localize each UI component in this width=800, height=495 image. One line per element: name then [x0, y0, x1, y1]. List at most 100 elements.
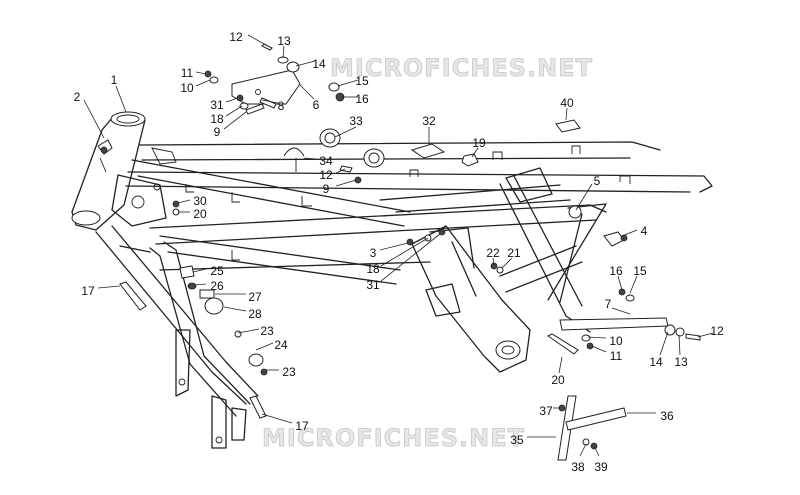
leader-line	[225, 105, 243, 117]
leader-line	[380, 233, 441, 282]
callout-number: 13	[674, 355, 688, 369]
tube-tab-9	[301, 196, 312, 207]
lock-key-blade	[99, 157, 107, 173]
leader-line	[255, 342, 274, 351]
nut-30	[172, 200, 180, 208]
callout-number: 12	[319, 168, 333, 182]
callout-number: 20	[193, 207, 207, 221]
leader-line	[629, 275, 638, 294]
leader-line	[303, 157, 317, 160]
callout-number: 16	[609, 264, 623, 278]
tube-tab-8	[151, 147, 177, 165]
tube-tab-7	[185, 184, 194, 193]
leader-line	[565, 107, 568, 121]
tube-tab-5	[231, 192, 240, 203]
lower-cross-tube	[159, 235, 401, 285]
callout-number: 15	[355, 74, 369, 88]
leader-line	[247, 34, 269, 47]
rear-plate	[505, 167, 553, 203]
head-gusset	[111, 174, 167, 227]
leader-line	[299, 84, 315, 100]
leader-line	[115, 85, 127, 113]
callout-number: 18	[366, 262, 380, 276]
pad-40	[555, 119, 581, 133]
callout-number: 31	[210, 98, 224, 112]
leader-line	[195, 71, 207, 75]
callout-number: 26	[210, 279, 224, 293]
washer-14-rear	[664, 324, 676, 336]
callout-number: 9	[323, 182, 330, 196]
watermark-bottom: MICROFICHES.NET	[262, 424, 525, 452]
bolt-12-top	[261, 43, 273, 51]
leader-line	[223, 111, 247, 130]
tube-tab-4	[619, 175, 631, 184]
leader-line	[575, 183, 593, 211]
callout-number: 32	[422, 114, 436, 128]
leader-line	[335, 179, 357, 187]
washer-26	[187, 282, 197, 290]
callout-number: 20	[551, 373, 565, 387]
callout-number: 14	[312, 57, 326, 71]
leader-line	[223, 306, 247, 312]
washer-10-rear	[581, 334, 591, 342]
tube-tab-6	[231, 250, 240, 261]
frame-assembly	[71, 111, 713, 449]
callout-number: 35	[510, 433, 524, 447]
washer-13-rear	[675, 327, 685, 337]
leader-line	[492, 257, 495, 266]
pivot-side-plate	[425, 283, 461, 317]
rubber-28	[204, 297, 224, 315]
steering-head-tube	[71, 117, 146, 231]
leader-line	[337, 79, 359, 87]
steering-head-top	[110, 111, 146, 127]
leader-line	[195, 79, 211, 87]
callout-number: 11	[181, 66, 194, 80]
leader-line	[282, 45, 285, 59]
leader-line	[335, 168, 346, 174]
callout-number: 9	[214, 125, 221, 139]
callout-number: 1	[111, 73, 118, 87]
cradle-tube	[149, 241, 251, 417]
leader-line	[471, 147, 479, 158]
callout-number: 24	[274, 338, 288, 352]
leader-line	[295, 60, 316, 67]
callout-number: 8	[278, 99, 285, 113]
callout-number: 23	[260, 324, 274, 338]
gusset-hole	[131, 195, 145, 209]
cradle-lower-rail	[119, 245, 431, 271]
tube-tab-2	[571, 145, 581, 154]
callout-number: 12	[229, 30, 243, 44]
callout-number: 21	[507, 246, 521, 260]
lower-mount-bracket	[211, 395, 227, 449]
callout-number: 10	[180, 81, 194, 95]
leader-line	[697, 332, 714, 338]
leader-line	[593, 445, 600, 457]
callout-number: 33	[349, 114, 363, 128]
leader-line	[621, 229, 638, 237]
callout-number: 18	[210, 112, 224, 126]
leader-line	[678, 334, 681, 356]
washer-14-top	[286, 61, 300, 73]
lock-cylinder	[100, 146, 108, 154]
nut-31-mid	[438, 228, 446, 236]
callout-number: 34	[319, 154, 333, 168]
washer-23-top	[234, 330, 242, 338]
leader-line	[194, 283, 207, 286]
bolt-17-left	[119, 281, 147, 311]
plate-7	[559, 317, 669, 331]
pin-20	[547, 333, 579, 355]
leader-line	[659, 331, 669, 356]
bush-24	[248, 353, 264, 367]
callout-number: 37	[539, 404, 553, 418]
fitting-4-nut	[620, 234, 628, 242]
top-tube-upper	[139, 141, 661, 161]
washer-15	[328, 82, 340, 92]
callout-number: 13	[277, 34, 291, 48]
callout-number: 30	[193, 194, 207, 208]
rear-brace-tube	[499, 245, 583, 293]
loose-parts	[97, 43, 701, 461]
plate-36	[565, 407, 627, 431]
leader-lines	[83, 34, 714, 457]
callout-number: 23	[282, 365, 296, 379]
